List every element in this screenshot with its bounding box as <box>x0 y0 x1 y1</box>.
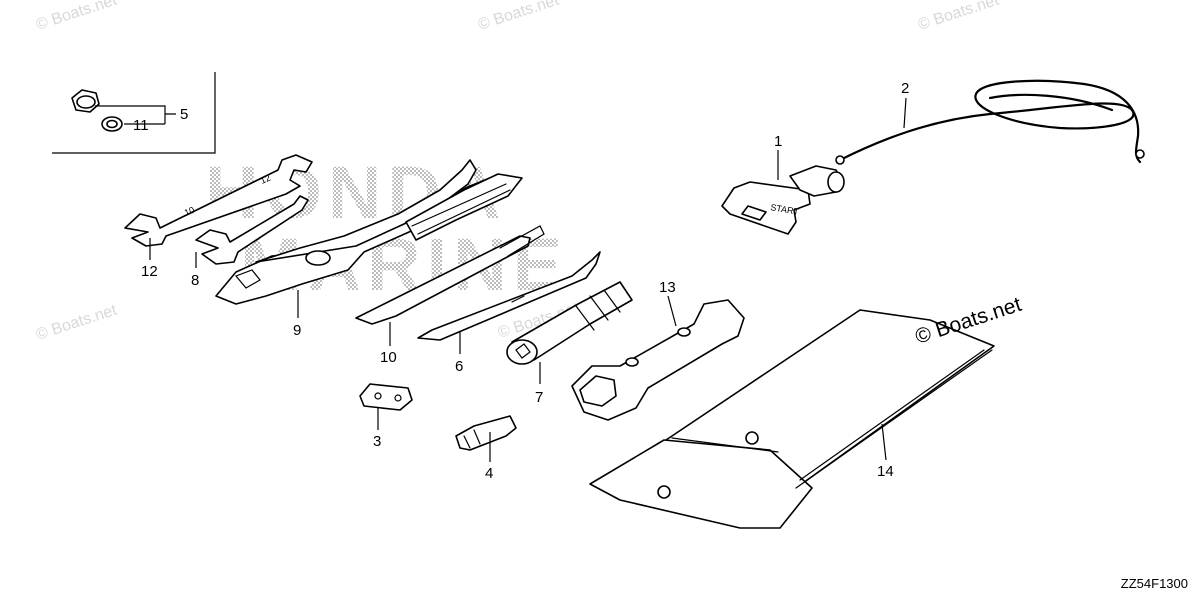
handle-text: START <box>770 202 800 217</box>
callouts: 1 2 3 4 5 6 7 8 9 10 11 12 13 14 <box>133 80 909 482</box>
part-1-handle: START <box>721 165 845 235</box>
callout-3: 3 <box>373 433 381 450</box>
inset-leader <box>95 105 176 125</box>
part-7-socket <box>506 281 633 365</box>
part-5-nut <box>71 89 100 113</box>
part-9-pliers <box>215 159 523 305</box>
part-6-screwdriver <box>417 251 601 341</box>
watermark-top-left: © Boats.net <box>34 0 120 34</box>
callout-7: 7 <box>535 389 543 406</box>
part-14-tool-bag <box>589 309 995 529</box>
diagram-code: ZZ54F1300 <box>1121 576 1188 591</box>
callout-10: 10 <box>380 349 397 366</box>
part-11-washer <box>101 116 123 132</box>
callout-13: 13 <box>659 279 676 296</box>
watermark-top-center: © Boats.net <box>476 0 562 34</box>
part-12-wrench: 10 12 <box>124 154 313 247</box>
callout-6: 6 <box>455 358 463 375</box>
callout-1: 1 <box>774 133 782 150</box>
callout-4: 4 <box>485 465 493 482</box>
part-13-box-wrench <box>571 299 745 421</box>
callout-12: 12 <box>141 263 158 280</box>
wrench-size-a: 10 <box>183 205 196 218</box>
watermark-top-right: © Boats.net <box>916 0 1002 34</box>
inset-box <box>52 72 216 154</box>
inset-border <box>52 72 216 154</box>
wrench-size-b: 12 <box>259 173 272 186</box>
callout-8: 8 <box>191 272 199 289</box>
part-8-wrench <box>195 195 309 265</box>
callout-14: 14 <box>877 463 894 480</box>
part-10-screwdriver <box>355 225 545 325</box>
callout-11: 11 <box>133 117 149 134</box>
part-4-clip <box>455 415 517 451</box>
callout-9: 9 <box>293 322 301 339</box>
part-2-rope <box>835 79 1145 165</box>
leader-lines <box>149 97 907 462</box>
callout-5: 5 <box>180 106 188 123</box>
part-3-clip <box>359 383 413 411</box>
watermark-mid-left: © Boats.net <box>34 302 120 344</box>
callout-2: 2 <box>901 80 909 97</box>
